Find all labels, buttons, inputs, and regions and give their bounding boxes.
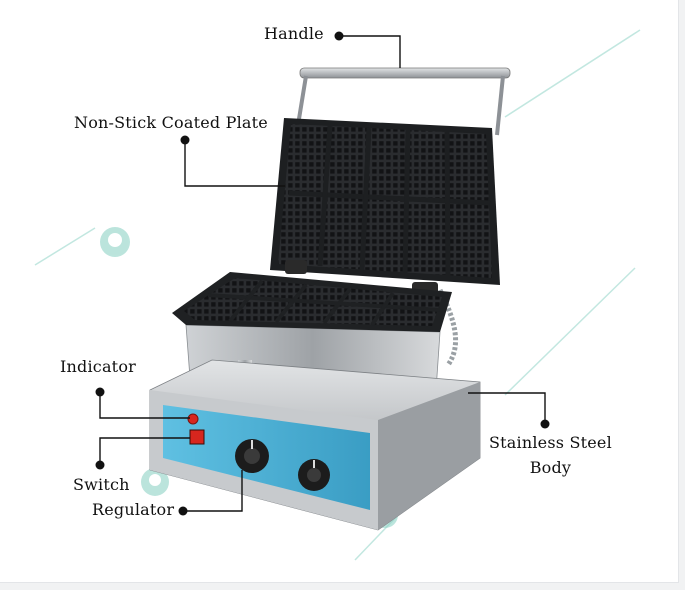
callouts xyxy=(99,35,546,512)
plate-label: Non-Stick Coated Plate xyxy=(74,113,268,132)
switch-label: Switch xyxy=(73,475,130,494)
regulator-knob-2 xyxy=(298,459,330,491)
body-label: Stainless Steel Body xyxy=(489,430,612,480)
regulator-knob xyxy=(235,439,269,473)
handle-bar xyxy=(296,67,511,136)
lower-plate xyxy=(172,272,452,406)
body-label-line1: Stainless Steel xyxy=(489,433,612,452)
upper-plate xyxy=(270,118,500,285)
base-body xyxy=(149,359,481,531)
indicator-label: Indicator xyxy=(60,357,136,376)
watermark xyxy=(34,29,641,561)
body-label-line2: Body xyxy=(529,458,572,477)
regulator-label: Regulator xyxy=(92,500,175,519)
cable xyxy=(437,288,459,367)
handle-label: Handle xyxy=(264,24,324,43)
indicator-light xyxy=(187,413,199,425)
power-switch xyxy=(189,429,205,445)
callout-dots xyxy=(95,31,550,516)
